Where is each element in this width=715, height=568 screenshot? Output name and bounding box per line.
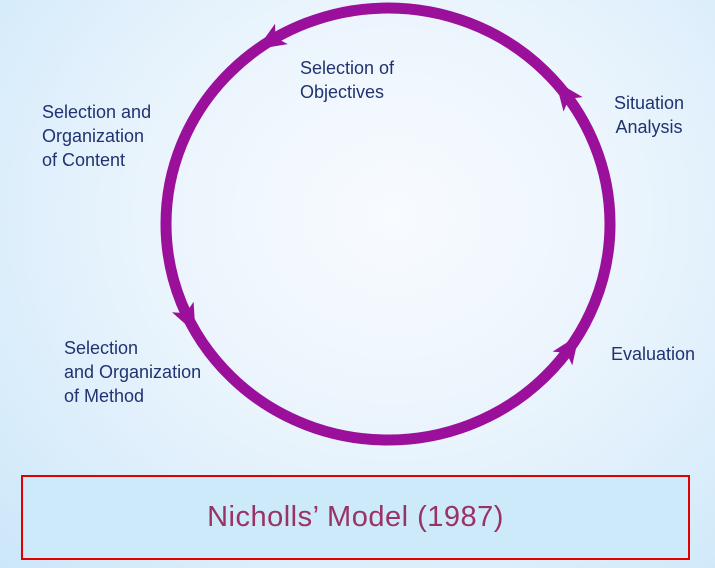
stage-label-selection-and-organization-of-content: Selection and Organization of Content (42, 102, 152, 170)
flow-arrowhead-top (256, 23, 288, 50)
stage-label-evaluation: Evaluation (611, 344, 696, 364)
flow-arrowhead-upper-right (555, 81, 583, 112)
stage-label-selection-of-objectives: Selection of Objectives (300, 58, 395, 102)
title-box: Nicholls’ Model (1987) (21, 475, 690, 560)
stage-label-selection-and-organization-of-method: Selection and Organization of Method (64, 338, 202, 406)
flow-arrowhead-lower-left (172, 301, 196, 334)
diagram-title: Nicholls’ Model (1987) (207, 501, 504, 533)
cycle-circle (160, 2, 616, 446)
flow-arrowhead-lower-right (552, 334, 580, 366)
stage-label-situation-analysis: Situation Analysis (613, 93, 685, 137)
